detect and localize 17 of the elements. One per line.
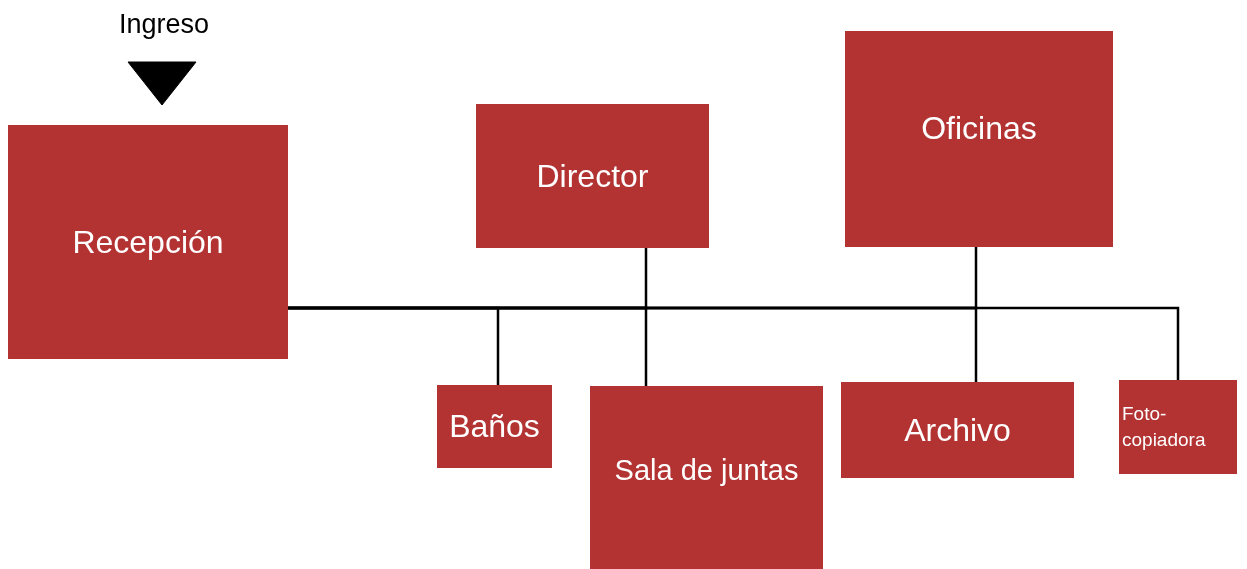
room-label: Sala de juntas [614,453,799,488]
room-box [8,125,288,359]
room-box [841,382,1074,478]
room-label: Foto-copiadora [1122,402,1207,452]
room-label: Archivo [904,410,1011,450]
room-label: Baños [449,407,540,446]
room-box [476,104,709,248]
entrance-label: Ingreso [100,4,228,44]
room-box [845,31,1113,247]
room-box [590,386,823,569]
connector-line [288,306,1180,380]
room-box [437,385,552,468]
room-label: Recepción [72,222,224,262]
room-label: Director [536,156,649,196]
room-box [1119,380,1237,474]
arrow [127,61,197,106]
room-label: Oficinas [921,109,1037,148]
